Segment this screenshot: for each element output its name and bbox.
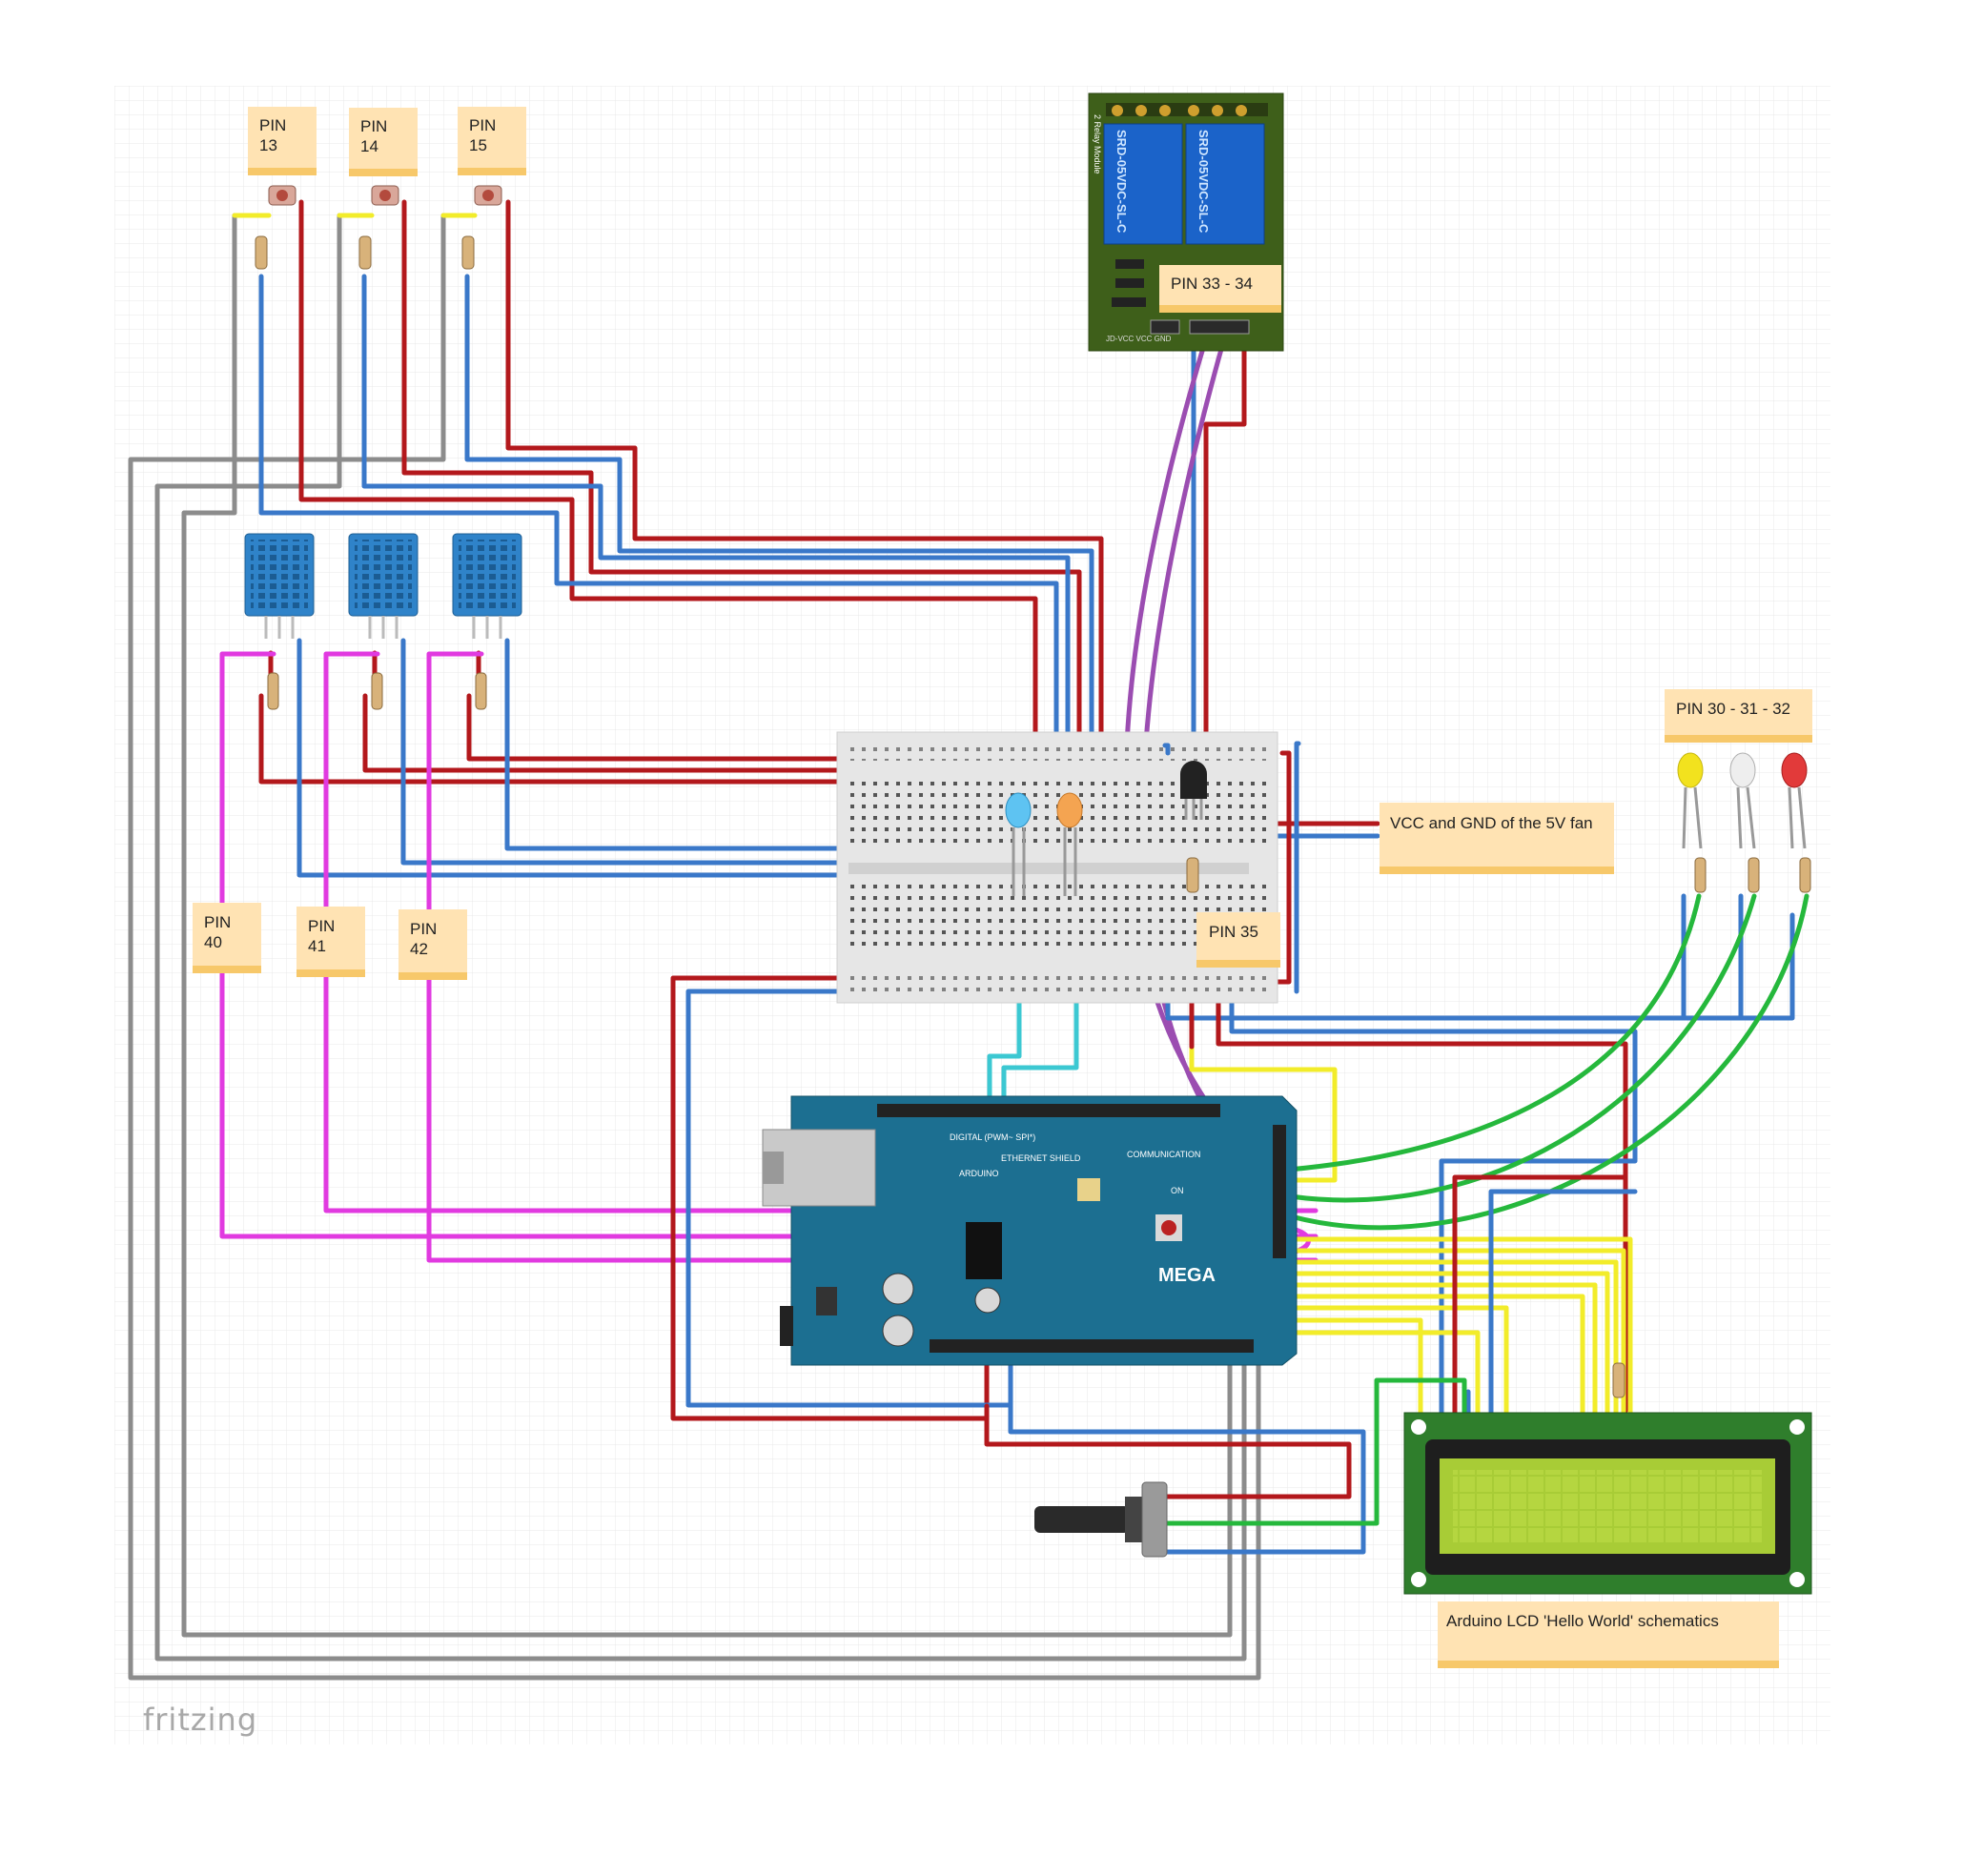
note-pin-35: PIN 35	[1196, 912, 1280, 968]
red-wire	[362, 693, 885, 773]
red-wire	[401, 199, 1082, 756]
red-wire	[1216, 979, 1628, 1414]
pin-header-right	[1273, 1125, 1286, 1258]
red-wire	[298, 199, 1038, 756]
photoresistors	[232, 185, 502, 270]
arduino-label: ARDUINO	[959, 1169, 999, 1178]
potentiometer	[1034, 1481, 1168, 1558]
resistor	[358, 235, 372, 270]
dht-sensors	[244, 533, 522, 710]
gray-wire	[181, 213, 1233, 1638]
note-pin-15-line1: PIN	[469, 116, 496, 134]
dht-sensor-3	[452, 533, 522, 639]
status-leds	[1677, 752, 1811, 893]
note-pin-35-text: PIN 35	[1209, 923, 1258, 941]
mega-label: MEGA	[1158, 1265, 1216, 1286]
blue-wire	[1008, 1403, 1366, 1555]
led-white	[1729, 752, 1760, 893]
relay-header-left-label: JD-VCC VCC GND	[1106, 335, 1172, 343]
arduino-mega: ETHERNET SHIELD DIGITAL (PWM~ SPI*) COMM…	[762, 1095, 1298, 1366]
note-pin-15: PIN 15	[458, 107, 526, 175]
note-pin-13-line1: PIN	[259, 116, 286, 134]
note-pin-30-32: PIN 30 - 31 - 32	[1665, 689, 1812, 743]
green-wire	[1275, 893, 1757, 1203]
communication-label: COMMUNICATION	[1127, 1150, 1200, 1159]
note-pin-13: PIN 13	[248, 107, 317, 175]
resistor	[461, 235, 475, 270]
gray-wire	[154, 213, 1247, 1662]
blue-wire	[258, 274, 1059, 756]
note-pin-33-34: PIN 33 - 34	[1159, 265, 1281, 313]
resistor	[1186, 857, 1199, 893]
note-pin-42-line2: 42	[410, 940, 428, 958]
red-wire	[258, 693, 885, 785]
green-wire	[1160, 1377, 1467, 1526]
led-yellow	[1677, 752, 1707, 893]
note-fan: VCC and GND of the 5V fan	[1380, 803, 1614, 874]
red-wire	[1452, 1174, 1628, 1421]
fritzing-watermark: fritzing	[143, 1702, 257, 1738]
note-pin-40-line1: PIN	[204, 913, 231, 931]
red-wire	[984, 1403, 1352, 1499]
note-pin-40-line2: 40	[204, 933, 222, 951]
note-pin-41-line1: PIN	[308, 917, 335, 935]
transistor	[1180, 761, 1207, 820]
note-pin-42-line1: PIN	[410, 920, 437, 938]
resistor	[267, 672, 279, 710]
resistor	[475, 672, 487, 710]
led-red	[1781, 752, 1811, 893]
red-wire	[1203, 326, 1247, 756]
green-wire	[1275, 893, 1809, 1231]
note-lcd-text: Arduino LCD 'Hello World' schematics	[1446, 1612, 1719, 1630]
led-blue	[1005, 792, 1032, 896]
note-pin-42: PIN 42	[399, 909, 467, 980]
red-wire	[670, 975, 990, 1421]
note-pin-33-34-text: PIN 33 - 34	[1171, 275, 1253, 293]
blue-wire	[685, 989, 1013, 1408]
resistor	[371, 672, 383, 710]
note-pin-40: PIN 40	[193, 903, 261, 973]
blue-wire	[464, 274, 1094, 756]
notes: PIN 13 PIN 14 PIN 15 PIN 40 PIN 41	[193, 107, 1812, 1668]
note-pin-30-32-text: PIN 30 - 31 - 32	[1676, 700, 1790, 718]
note-pin-41: PIN 41	[296, 907, 365, 977]
relay-model-label: SRD-05VDC-SL-C	[1196, 130, 1211, 234]
dht-sensor-2	[348, 533, 419, 639]
blue-wire	[1488, 1189, 1638, 1421]
shield-label: ETHERNET SHIELD	[1001, 1153, 1081, 1163]
note-pin-15-line2: 15	[469, 136, 487, 154]
red-wire	[505, 199, 1104, 756]
lcd-display	[1403, 1412, 1812, 1595]
note-pin-14-line2: 14	[360, 137, 378, 155]
pin-header-top	[877, 1104, 1220, 1117]
relay-model-label: SRD-05VDC-SL-C	[1114, 130, 1129, 234]
red-wire	[466, 693, 885, 762]
blue-wire	[1229, 979, 1638, 1421]
resistor	[255, 235, 268, 270]
gray-wire	[128, 213, 1261, 1681]
note-pin-14: PIN 14	[349, 108, 418, 176]
note-pin-41-line2: 41	[308, 937, 326, 955]
resistor	[1612, 1362, 1625, 1398]
dht-sensor-1	[244, 533, 315, 639]
note-pin-14-line1: PIN	[360, 117, 387, 135]
digital-label: DIGITAL (PWM~ SPI*)	[950, 1132, 1035, 1142]
note-lcd: Arduino LCD 'Hello World' schematics	[1438, 1601, 1779, 1668]
note-pin-13-line2: 13	[259, 136, 277, 154]
pin-header-bottom	[930, 1339, 1254, 1353]
blue-wire	[361, 274, 1071, 756]
green-wire	[1275, 893, 1702, 1173]
relay-module-label: 2 Relay Module	[1093, 114, 1102, 174]
on-label: ON	[1171, 1186, 1184, 1195]
note-fan-text: VCC and GND of the 5V fan	[1390, 814, 1593, 832]
blue-wire	[1294, 741, 1301, 994]
led-orange	[1056, 792, 1083, 896]
